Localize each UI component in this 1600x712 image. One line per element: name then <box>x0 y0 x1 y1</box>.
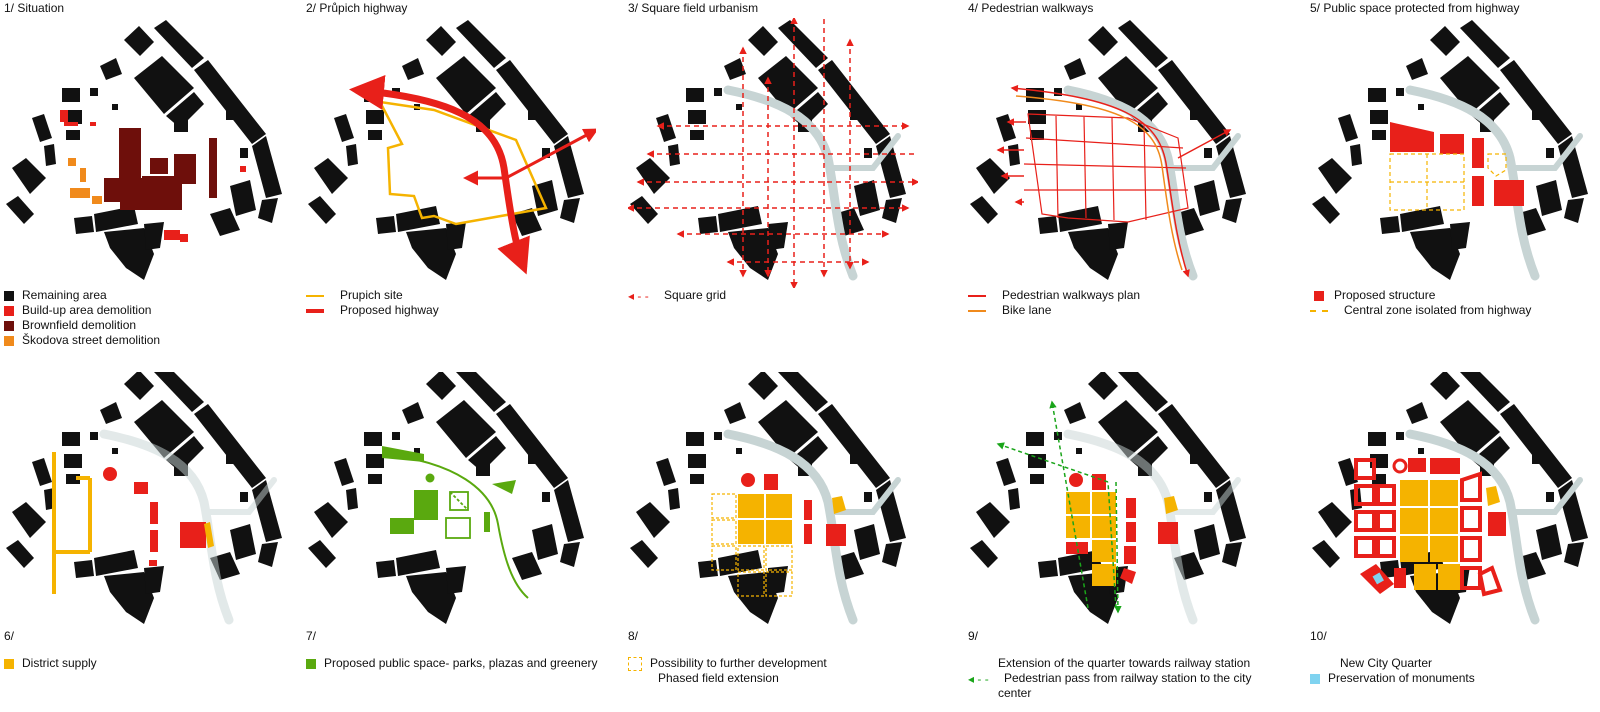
walkways-map <box>970 20 1246 288</box>
legend-item: Phased field extension <box>658 671 779 685</box>
panel-title: 7/ <box>306 629 317 643</box>
swatch-black <box>4 290 14 301</box>
legend: Pedestrian walkways plan Bike lane <box>968 288 1140 318</box>
legend: Possibility to further development Phase… <box>628 656 827 686</box>
panel-public-space: 7/ Proposed public space- parks, plazas … <box>306 372 606 712</box>
panel-prupich-highway: 2/ Průpich highway Prupich site Proposed… <box>306 0 606 340</box>
swatch-darkred <box>4 320 14 331</box>
legend-item: Central zone isolated from highway <box>1310 303 1531 318</box>
railway-extension-map <box>970 372 1246 627</box>
legend-item: ◂ - -Pedestrian pass from railway statio… <box>968 671 1252 686</box>
swatch-orange <box>4 335 14 346</box>
swatch-green <box>306 658 316 669</box>
swatch-red <box>4 305 14 316</box>
swatch-dashed-arrow: ◂ - - <box>628 288 649 303</box>
panel-title: 3/ Square field urbanism <box>628 1 759 15</box>
legend-item: District supply <box>4 656 97 671</box>
swatch-lightblue <box>1310 673 1320 684</box>
panel-square-field: 3/ Square field urbanism ◂ - -Square gri… <box>628 0 928 340</box>
legend: New City Quarter Preservation of monumen… <box>1310 656 1475 686</box>
panel-title: 4/ Pedestrian walkways <box>968 1 1094 15</box>
legend: District supply <box>4 656 97 671</box>
legend-item: Proposed highway <box>306 303 439 318</box>
legend-item: ◂ - -Square grid <box>628 288 727 303</box>
panel-title: 2/ Průpich highway <box>306 1 408 15</box>
swatch-yellow-dashed-box <box>628 656 642 671</box>
panel-title: 9/ <box>968 629 979 643</box>
legend-item: center <box>998 686 1032 700</box>
panel-situation: 1/ Situation Remaining area B <box>4 0 304 347</box>
legend-item: Extension of the quarter towards railway… <box>998 656 1251 670</box>
panel-further-development: 8/ Possibility to further development Ph… <box>628 372 928 712</box>
legend: Prupich site Proposed highway <box>306 288 439 318</box>
legend-item: Remaining area <box>4 288 160 303</box>
legend-item: Bike lane <box>968 303 1140 318</box>
legend: Remaining area Build-up area demolition … <box>4 288 160 348</box>
legend-item: Build-up area demolition <box>4 303 160 318</box>
panel-pedestrian-walkways: 4/ Pedestrian walkways Pedestrian walkwa… <box>968 0 1268 340</box>
swatch-yellow-dash <box>1310 309 1328 312</box>
panel-district-supply: 6/ District supply <box>4 372 304 712</box>
legend-item: Brownfield demolition <box>4 318 160 333</box>
panel-title: 1/ Situation <box>4 1 65 15</box>
legend-item: Prupich site <box>306 288 439 303</box>
legend: Proposed structure Central zone isolated… <box>1310 288 1531 318</box>
swatch-green-dashed-arrow: ◂ - - <box>968 671 989 686</box>
swatch-red-line <box>968 294 986 297</box>
legend: Proposed public space- parks, plazas and… <box>306 656 598 671</box>
swatch-red <box>1314 290 1324 301</box>
legend-item: Škodova street demolition <box>4 333 160 348</box>
new-city-quarter-map <box>1312 372 1588 627</box>
panel-new-city-quarter: 10/ New City Quarter Preservation of mon… <box>1310 372 1600 712</box>
public-space-map <box>308 372 584 624</box>
further-development-map <box>630 372 906 627</box>
highway-map <box>308 20 596 280</box>
legend-item: Preservation of monuments <box>1310 671 1475 686</box>
swatch-yellow-line <box>306 294 324 297</box>
panel-title: 8/ <box>628 629 639 643</box>
legend-item: Proposed structure <box>1310 288 1531 303</box>
panel-title: 6/ <box>4 629 15 643</box>
square-grid-map <box>628 18 918 288</box>
protected-space-map <box>1312 20 1588 288</box>
swatch-orange-line <box>968 309 986 312</box>
legend: ◂ - -Square grid <box>628 288 726 303</box>
panel-public-space-protected: 5/ Public space protected from highway P… <box>1310 0 1600 340</box>
legend: Extension of the quarter towards railway… <box>968 656 1251 701</box>
legend-item: New City Quarter <box>1340 656 1433 670</box>
panel-title: 10/ <box>1310 629 1327 643</box>
panel-title: 5/ Public space protected from highway <box>1310 1 1520 15</box>
panel-railway-extension: 9/ Extension of the quarter towards rail… <box>968 372 1268 712</box>
legend-item: Possibility to further development <box>628 656 827 671</box>
swatch-red-line <box>306 308 324 313</box>
district-supply-map <box>6 372 282 627</box>
legend-item: Proposed public space- parks, plazas and… <box>306 656 598 671</box>
situation-map <box>6 20 282 280</box>
legend-item: Pedestrian walkways plan <box>968 288 1140 303</box>
swatch-yellow <box>4 658 14 669</box>
